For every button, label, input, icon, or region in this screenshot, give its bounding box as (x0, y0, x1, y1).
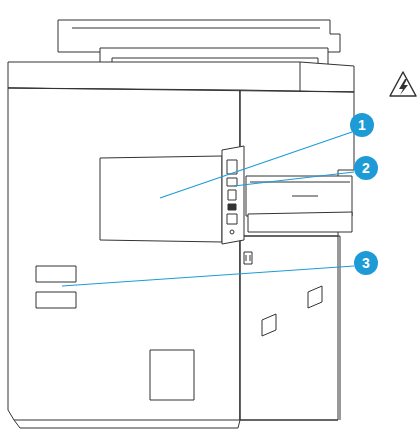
callout-number: 3 (354, 251, 378, 275)
side-vents (150, 286, 322, 400)
serial-labels (36, 266, 76, 308)
rear-panel (100, 156, 222, 242)
leader-lines (62, 132, 354, 286)
callout-number: 1 (350, 113, 374, 137)
electric-warning-symbol (390, 72, 416, 96)
formatter-ports (222, 146, 244, 244)
output-bin (246, 176, 352, 232)
callout-number: 2 (354, 156, 378, 180)
printer-body (8, 62, 354, 428)
power-inlet (244, 252, 252, 264)
